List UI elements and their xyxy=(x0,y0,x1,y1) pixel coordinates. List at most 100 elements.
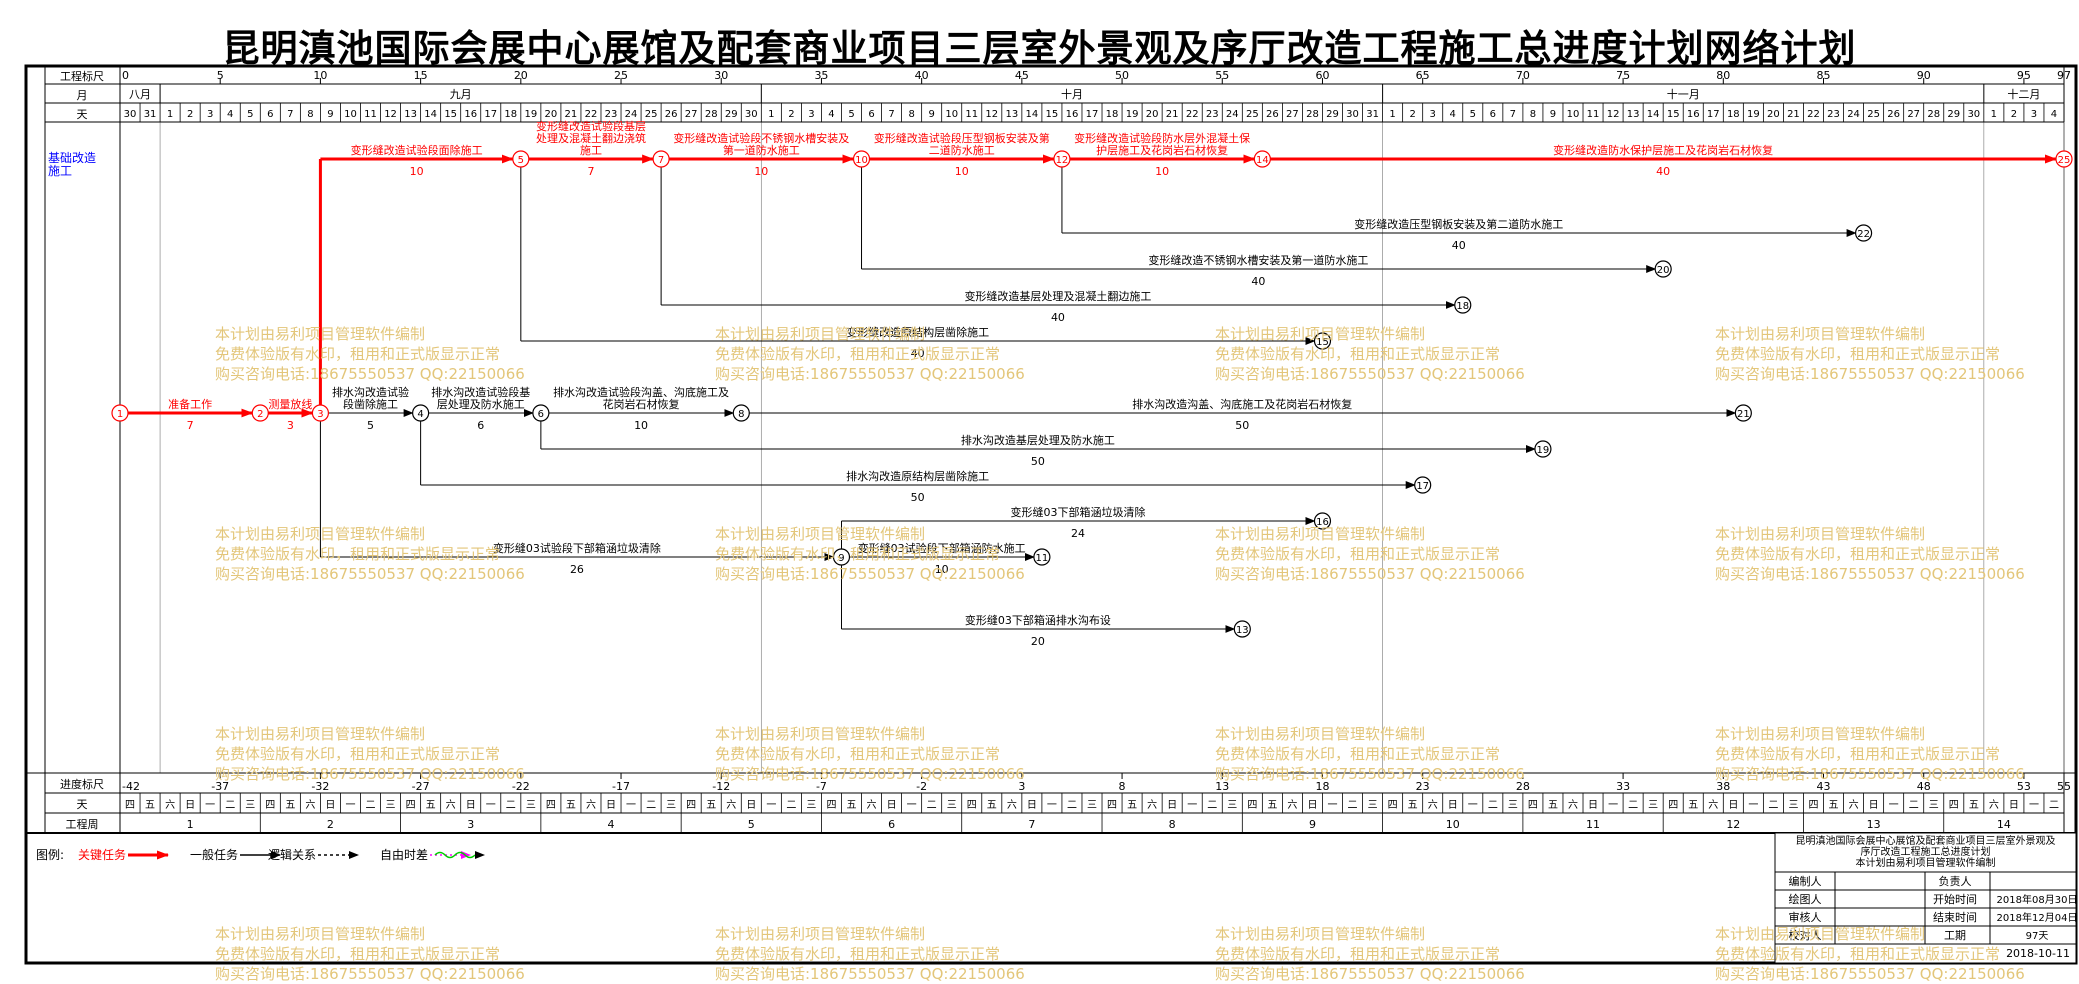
day-cell: 17 xyxy=(1707,109,1720,120)
weekday-cell: 日 xyxy=(606,800,616,811)
weekday-cell: 日 xyxy=(1728,800,1738,811)
info-row-right-value: 2018年12月04日 xyxy=(1997,911,2078,924)
day-cell: 29 xyxy=(1947,109,1960,120)
weekday-cell: 四 xyxy=(1528,800,1538,811)
weekday-cell: 四 xyxy=(546,800,556,811)
day-label: 天 xyxy=(77,108,88,121)
day-cell: 16 xyxy=(1687,109,1700,120)
progress-tick-label: -7 xyxy=(816,780,827,793)
legend-item-label: 自由时差 xyxy=(380,848,428,862)
event-node xyxy=(1454,296,1472,314)
weekday-cell: 一 xyxy=(1608,800,1618,811)
activity-duration: 5 xyxy=(367,419,374,432)
weekday-cell: 五 xyxy=(1548,800,1558,811)
info-row-left: 绘图人 xyxy=(1789,892,1822,906)
weekday-cell: 二 xyxy=(366,800,376,811)
progress-tick-label: -37 xyxy=(211,780,229,793)
progress-tick-label: 48 xyxy=(1917,780,1931,793)
weekday-cell: 六 xyxy=(586,799,596,811)
day-cell: 21 xyxy=(1787,109,1800,120)
weekday-cell: 日 xyxy=(466,800,476,811)
activity-duration: 7 xyxy=(187,419,194,432)
day-cell: 7 xyxy=(1510,109,1516,120)
event-node-label: 20 xyxy=(1657,265,1670,276)
day-cell: 5 xyxy=(1470,109,1476,120)
weekday-cell: 四 xyxy=(265,800,275,811)
day-cell: 18 xyxy=(504,109,517,120)
event-node xyxy=(251,404,269,422)
weekday-cell: 六 xyxy=(1708,799,1718,811)
weekday-label: 天 xyxy=(77,798,88,811)
info-date: 2018-10-11 xyxy=(2006,947,2070,960)
day-cell: 8 xyxy=(307,109,313,120)
day-cell: 21 xyxy=(565,109,578,120)
activity-label: 变形缝改造试验段基层 xyxy=(536,119,646,133)
weekday-cell: 四 xyxy=(967,800,977,811)
info-row-left: 编制人 xyxy=(1789,874,1822,888)
activity-label: 排水沟改造基层处理及防水施工 xyxy=(961,433,1115,447)
event-node-label: 22 xyxy=(1857,229,1870,240)
info-row-right-label: 负责人 xyxy=(1939,874,1972,888)
weekday-cell: 三 xyxy=(1508,800,1518,811)
day-cell: 27 xyxy=(1286,109,1299,120)
progress-tick-label: 13 xyxy=(1215,780,1229,793)
progress-tick-label: 18 xyxy=(1315,780,1329,793)
event-node-label: 18 xyxy=(1456,301,1469,312)
section-label-2: 施工 xyxy=(48,164,72,178)
info-row-left: 校对人 xyxy=(1789,928,1822,942)
day-cell: 12 xyxy=(384,109,397,120)
weekday-cell: 三 xyxy=(1929,800,1939,811)
week-cell: 5 xyxy=(748,818,755,831)
day-cell: 22 xyxy=(1807,109,1820,120)
weekday-cell: 一 xyxy=(2029,800,2039,811)
activity-duration: 24 xyxy=(1071,527,1085,540)
day-cell: 4 xyxy=(828,109,834,120)
progress-tick-label: 43 xyxy=(1817,780,1831,793)
activity-label: 变形缝改造原结构层凿除施工 xyxy=(846,325,989,339)
legend-float-line xyxy=(434,851,476,859)
weekday-cell: 日 xyxy=(1307,800,1317,811)
progress-tick-label: 53 xyxy=(2017,780,2031,793)
activity-duration: 26 xyxy=(570,563,584,576)
event-node-label: 16 xyxy=(1316,517,1329,528)
week-label: 工程周 xyxy=(66,818,99,831)
progress-tick-label: -2 xyxy=(916,780,927,793)
event-node-label: 12 xyxy=(1056,155,1069,166)
scale-tick-label: 75 xyxy=(1616,69,1630,82)
legend-item-label: 逻辑关系 xyxy=(268,848,316,862)
scale-tick-label: 60 xyxy=(1315,69,1329,82)
activity-label: 测量放线 xyxy=(268,397,312,411)
weekday-cell: 五 xyxy=(145,800,155,811)
week-cell: 1 xyxy=(187,818,194,831)
info-row-right-label: 结束时间 xyxy=(1933,911,1977,924)
weekday-cell: 四 xyxy=(1949,800,1959,811)
scale-tick-label: 5 xyxy=(217,69,224,82)
weekday-cell: 三 xyxy=(1227,800,1237,811)
day-cell: 28 xyxy=(705,109,718,120)
activity-label: 变形缝改造试验段不锈钢水槽安装及 xyxy=(673,131,849,145)
day-cell: 22 xyxy=(585,109,598,120)
weekday-cell: 二 xyxy=(506,800,516,811)
day-cell: 23 xyxy=(605,109,618,120)
week-cell: 12 xyxy=(1726,818,1740,831)
outer-frame xyxy=(24,64,2078,965)
day-cell: 19 xyxy=(524,109,537,120)
weekday-cell: 四 xyxy=(1808,800,1818,811)
weekday-cell: 三 xyxy=(1087,800,1097,811)
day-cell: 23 xyxy=(1206,109,1219,120)
month-cell: 十一月 xyxy=(1667,87,1700,101)
activity-duration: 3 xyxy=(287,419,294,432)
scale-tick-label: 45 xyxy=(1015,69,1029,82)
legend-title: 图例: xyxy=(36,848,64,862)
weekday-cell: 日 xyxy=(185,800,195,811)
day-cell: 16 xyxy=(1066,109,1079,120)
activity-duration: 10 xyxy=(1155,165,1169,178)
day-cell: 10 xyxy=(945,109,958,120)
day-cell: 19 xyxy=(1747,109,1760,120)
weekday-cell: 三 xyxy=(526,800,536,811)
day-cell: 24 xyxy=(1226,109,1239,120)
day-cell: 2 xyxy=(788,109,794,120)
info-title-2: 本计划由易利项目管理软件编制 xyxy=(1856,856,1996,869)
day-cell: 28 xyxy=(1306,109,1319,120)
